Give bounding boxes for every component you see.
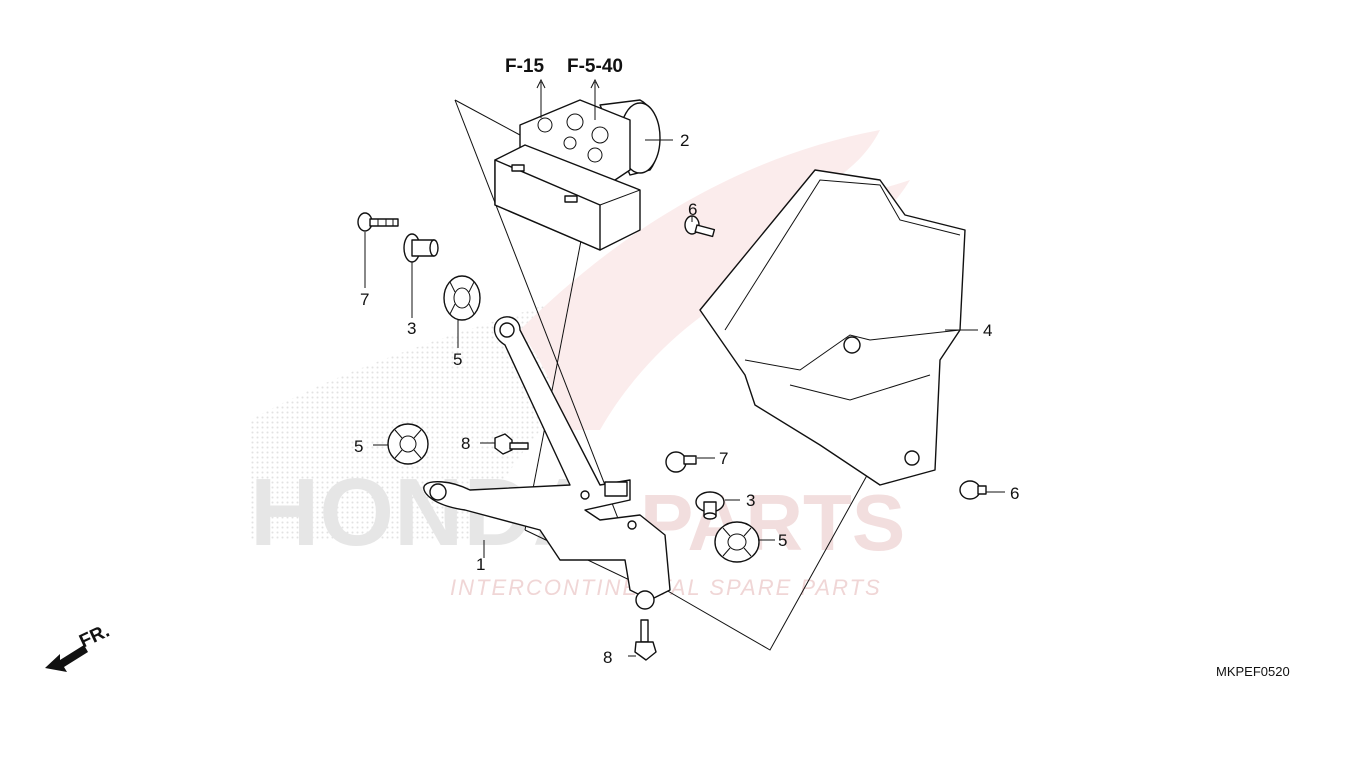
callout-6-upper: 6 bbox=[688, 200, 697, 219]
watermark-shop-text: PARTS bbox=[640, 478, 905, 567]
callout-2: 2 bbox=[680, 131, 689, 150]
bolt-8-lower bbox=[634, 619, 657, 661]
bolt-7-right bbox=[665, 451, 697, 473]
callout-8-middle: 8 bbox=[461, 434, 470, 453]
callout-7-upper: 7 bbox=[360, 290, 369, 309]
bolt-7-upper bbox=[357, 212, 399, 232]
reference-label-f15: F-15 bbox=[505, 56, 545, 77]
callout-3-upper: 3 bbox=[407, 319, 416, 338]
collar-3-upper bbox=[403, 233, 439, 263]
screw-6-right bbox=[959, 480, 987, 500]
abs-cover bbox=[699, 169, 966, 486]
grommet-5-left bbox=[387, 423, 429, 465]
abs-modulator bbox=[494, 78, 661, 251]
callout-5-upper: 5 bbox=[453, 350, 462, 369]
callout-3-right: 3 bbox=[746, 491, 755, 510]
callout-5-right: 5 bbox=[778, 531, 787, 550]
diagram-code: MKPEF0520 bbox=[1216, 664, 1290, 679]
grommet-5-right bbox=[714, 521, 760, 563]
bracket-stay bbox=[423, 316, 671, 610]
callout-8-lower: 8 bbox=[603, 648, 612, 667]
grommet-5-upper bbox=[443, 275, 481, 321]
callout-1: 1 bbox=[476, 555, 485, 574]
callout-5-left: 5 bbox=[354, 437, 363, 456]
collar-3-right bbox=[695, 491, 725, 520]
reference-label-f540: F-5-40 bbox=[567, 56, 623, 77]
front-direction-marker: FR. bbox=[45, 621, 113, 672]
front-arrow-icon bbox=[45, 645, 88, 672]
bolt-8-middle bbox=[494, 433, 529, 455]
callout-6-right: 6 bbox=[1010, 484, 1019, 503]
callout-7-right: 7 bbox=[719, 449, 728, 468]
leader-lines bbox=[364, 139, 1005, 657]
callout-4: 4 bbox=[983, 321, 992, 340]
